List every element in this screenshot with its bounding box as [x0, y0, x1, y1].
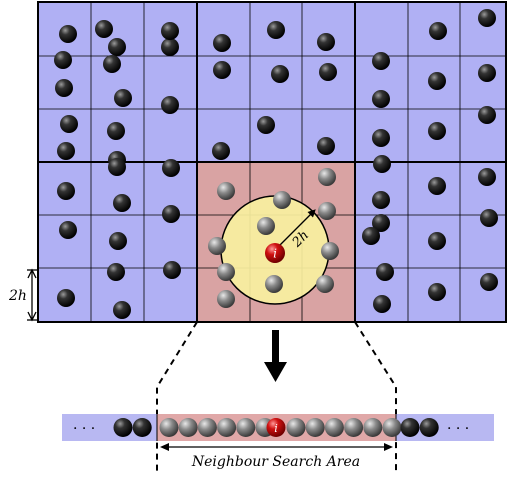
radius-arrow	[278, 209, 316, 247]
particle-outside	[103, 55, 121, 73]
array-particle-outside	[132, 418, 152, 437]
particle-neighbour-cell	[265, 275, 283, 293]
particle-outside	[57, 289, 75, 307]
particle-outside	[428, 177, 446, 195]
particle-outside	[162, 159, 180, 177]
array-particle-neighbour	[324, 418, 344, 437]
particle-outside	[478, 9, 496, 27]
particle-outside	[54, 51, 72, 69]
focus-particle	[265, 243, 285, 263]
particle-outside	[478, 106, 496, 124]
array-particle-neighbour	[178, 418, 198, 437]
ellipsis-left: · · ·	[73, 421, 95, 437]
array-particle-neighbour	[363, 418, 383, 437]
particle-outside	[213, 34, 231, 52]
particle-outside	[480, 209, 498, 227]
ellipsis-right: · · ·	[447, 421, 469, 437]
array-particle-focus	[266, 418, 286, 437]
particle-outside	[60, 115, 78, 133]
particle-outside	[107, 122, 125, 140]
particle-outside	[478, 168, 496, 186]
particle-neighbour-cell	[208, 237, 226, 255]
particle-outside	[372, 90, 390, 108]
particle-outside	[212, 142, 230, 160]
particle-outside	[108, 158, 126, 176]
array-particle-neighbour	[197, 418, 217, 437]
particle-outside	[109, 232, 127, 250]
particle-outside	[480, 273, 498, 291]
particle-neighbour-cell	[217, 263, 235, 281]
search-area-arrow-left-head	[160, 443, 169, 451]
particle-outside	[428, 232, 446, 250]
particle-outside	[428, 283, 446, 301]
array-particle-neighbour	[305, 418, 325, 437]
array-particle-outside	[400, 418, 420, 437]
particle-neighbour-cell	[217, 182, 235, 200]
particle-outside	[373, 295, 391, 313]
particle-outside	[428, 122, 446, 140]
particle-outside	[372, 52, 390, 70]
search-area-arrow-right-head	[384, 443, 393, 451]
particle-outside	[213, 61, 231, 79]
particle-outside	[108, 38, 126, 56]
projection-lines	[156, 321, 397, 474]
particle-neighbour-cell	[273, 191, 291, 209]
particle-outside	[478, 64, 496, 82]
particle-outside	[161, 96, 179, 114]
particle-outside	[57, 182, 75, 200]
particle-neighbour-cell	[316, 275, 334, 293]
particle-outside	[161, 38, 179, 56]
cell-size-bracket	[27, 268, 37, 322]
particle-outside	[59, 25, 77, 43]
particle-outside	[107, 263, 125, 281]
particle-outside	[429, 22, 447, 40]
particle-outside	[376, 263, 394, 281]
particle-outside	[113, 194, 131, 212]
particle-outside	[161, 22, 179, 40]
particle-neighbour-cell	[318, 202, 336, 220]
particle-neighbour-cell	[257, 217, 275, 235]
array-particle-neighbour	[286, 418, 306, 437]
particle-outside	[372, 214, 390, 232]
particle-outside	[373, 155, 391, 173]
particle-outside	[372, 191, 390, 209]
focus-particle-label: i	[273, 247, 277, 261]
array-particles	[113, 418, 439, 437]
particle-outside	[317, 137, 335, 155]
particle-outside	[162, 205, 180, 223]
particle-outside	[257, 116, 275, 134]
array-particle-neighbour	[159, 418, 179, 437]
particle-outside	[267, 21, 285, 39]
cell-size-label: 2h	[8, 288, 27, 304]
array-particle-outside	[419, 418, 439, 437]
particle-neighbour-cell	[217, 290, 235, 308]
search-area-label: Neighbour Search Area	[191, 454, 360, 470]
particle-outside	[57, 142, 75, 160]
particle-outside	[317, 33, 335, 51]
particle-outside	[114, 89, 132, 107]
particle-outside	[319, 63, 337, 81]
particles	[54, 9, 498, 319]
array-particle-neighbour	[344, 418, 364, 437]
particle-outside	[372, 129, 390, 147]
particle-outside	[55, 79, 73, 97]
array-particle-outside	[113, 418, 133, 437]
array-particle-neighbour	[236, 418, 256, 437]
array-particle-neighbour	[217, 418, 237, 437]
particle-outside	[428, 72, 446, 90]
particle-outside	[362, 227, 380, 245]
particle-outside	[113, 301, 131, 319]
particle-outside	[95, 20, 113, 38]
particle-outside	[163, 261, 181, 279]
down-arrow	[264, 330, 287, 382]
particle-outside	[59, 221, 77, 239]
particle-outside	[271, 65, 289, 83]
array-focus-label: i	[274, 422, 278, 435]
particle-neighbour-cell	[321, 242, 339, 260]
array-particle-neighbour	[382, 418, 402, 437]
particle-neighbour-cell	[318, 168, 336, 186]
